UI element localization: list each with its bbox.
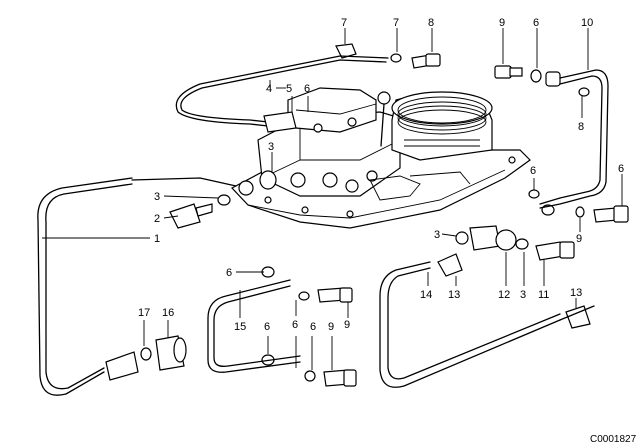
throttle-housing: [231, 87, 531, 229]
callout-9c: 9: [344, 319, 350, 331]
callout-3c: 3: [434, 229, 440, 241]
image-code: C0001827: [590, 434, 637, 445]
callout-1: 1: [154, 233, 160, 245]
callout-7a: 7: [341, 17, 347, 29]
callout-11: 11: [538, 289, 549, 301]
callout-6e: 6: [226, 267, 232, 279]
callout-16: 16: [162, 307, 174, 319]
callout-6d: 9: [576, 233, 582, 245]
fuel-lines: [37, 55, 609, 396]
callout-6a: 6: [533, 17, 539, 29]
callout-6c: 6: [530, 165, 536, 177]
callout-2: 2: [154, 213, 160, 225]
callout-8b: 8: [578, 121, 584, 133]
callout-3a: 3: [268, 141, 274, 153]
callout-labels: 7 7 8 9 6 10 4 5 6 8 3 3 2 1 6 6 9 3 14 …: [138, 17, 637, 445]
callout-7b: 7: [393, 17, 399, 29]
callout-9d: 9: [328, 321, 334, 333]
callout-13a: 13: [448, 289, 460, 301]
callout-6f: 6: [292, 319, 298, 331]
hardware-parts: [105, 43, 629, 387]
callout-10: 10: [581, 17, 593, 29]
callout-5: 5: [286, 83, 292, 95]
callout-9a: 9: [499, 17, 505, 29]
callout-4: 4: [266, 83, 272, 95]
callout-17: 17: [138, 307, 150, 319]
callout-8a: 8: [428, 17, 434, 29]
callout-14: 14: [420, 289, 432, 301]
leader-lines: [42, 28, 623, 370]
callout-9b: 6: [618, 163, 624, 175]
callout-15: 15: [234, 321, 246, 333]
callout-6b: 6: [304, 83, 310, 95]
callout-3d: 3: [520, 289, 526, 301]
callout-13b: 13: [570, 287, 582, 299]
callout-3b: 3: [154, 191, 160, 203]
callout-12: 12: [498, 289, 510, 301]
callout-6g: 6: [264, 321, 270, 333]
callout-6h: 6: [310, 321, 316, 333]
